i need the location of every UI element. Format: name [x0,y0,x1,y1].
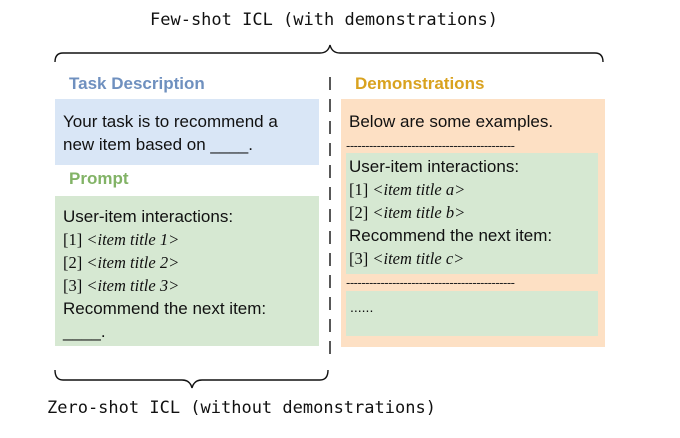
top-brace [54,44,604,63]
demo-line-recommend: Recommend the next item: [349,226,553,245]
demo-ellipsis: ...... [350,299,374,315]
demo-separator-2: ----------------------------------------… [346,277,515,289]
prompt-heading: Prompt [69,169,129,188]
task-box [55,99,319,165]
demo-line-interactions: User-item interactions: [349,157,520,176]
demo-answer-c: [3] <item title c> [349,249,465,268]
prompt-line-recommend: Recommend the next item: [63,299,267,318]
prompt-item-1: [1] <item title 1> [63,230,180,249]
bottom-caption: Zero-shot ICL (without demonstrations) [47,398,436,418]
task-line-2: new item based on ____. [63,135,253,154]
demo-intro: Below are some examples. [349,112,554,131]
demo-item-b: [2] <item title b> [349,203,466,222]
prompt-line-interactions: User-item interactions: [63,207,234,226]
prompt-item-3: [3] <item title 3> [63,276,180,295]
demo-separator-1: ----------------------------------------… [346,140,515,152]
task-line-1: Your task is to recommend a [63,112,278,131]
demo-heading: Demonstrations [355,74,485,93]
prompt-blank: ____. [63,322,106,341]
task-heading: Task Description [69,74,205,93]
bottom-brace [54,369,329,389]
demo-item-a: [1] <item title a> [349,180,466,199]
demo-ellipsis-box [346,291,598,336]
prompt-item-2: [2] <item title 2> [63,253,180,272]
prompt-text: User-item interactions: [1] <item title … [63,205,266,343]
prompt-box [55,196,319,346]
demo-example-box [346,153,598,274]
task-text: Your task is to recommend a new item bas… [63,110,278,156]
demo-example: User-item interactions: [1] <item title … [349,155,552,270]
top-caption: Few-shot ICL (with demonstrations) [150,10,498,30]
